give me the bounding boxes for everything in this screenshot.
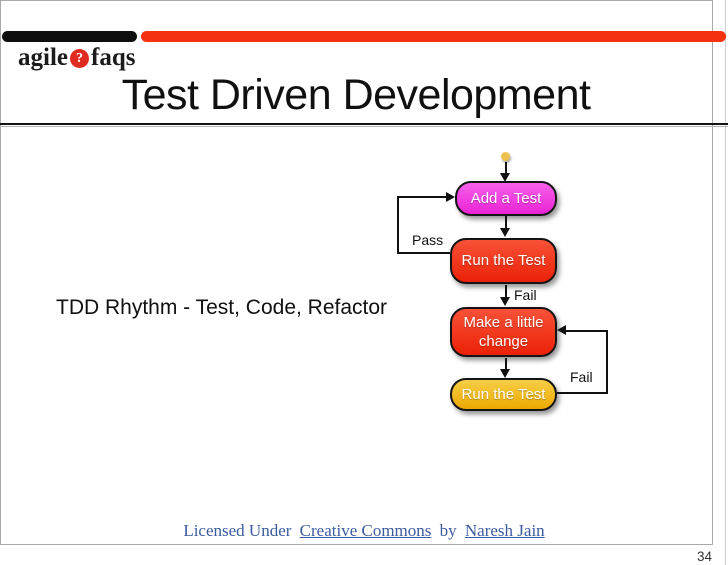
node-make-change-line2: change (478, 333, 529, 350)
connector-make-to-run2 (504, 358, 507, 370)
agilefaqs-logo: agile ? faqs (18, 44, 135, 72)
page-number: 34 (696, 549, 712, 564)
slide-frame (0, 0, 713, 545)
arrowhead-run-to-make (500, 297, 510, 306)
arrowhead-fail-into-make (557, 325, 566, 335)
creative-commons-link[interactable]: Creative Commons (299, 521, 432, 540)
arrowhead-start-to-add (500, 173, 510, 182)
edge-label-pass: Pass (412, 232, 444, 248)
connector-start-to-add (504, 162, 507, 174)
node-make-a-little-change: Make a little change (450, 307, 557, 357)
node-add-a-test-label: Add a Test (470, 189, 542, 207)
connector-pass-top (397, 196, 446, 198)
naresh-jain-link[interactable]: Naresh Jain (464, 521, 545, 540)
node-make-change-line1: Make a little (463, 313, 544, 331)
node-run-the-test-second: Run the Test (450, 378, 557, 411)
header-black-bar (2, 31, 137, 42)
title-underline-shadow (0, 126, 728, 127)
start-dot (501, 152, 510, 161)
slide-right-edge-line (725, 0, 726, 565)
tdd-rhythm-note: TDD Rhythm - Test, Code, Refactor (56, 296, 388, 319)
node-add-a-test: Add a Test (455, 181, 557, 216)
node-run-the-test-first-label: Run the Test (461, 252, 546, 270)
connector-fail-bottom (557, 391, 608, 394)
title-underline (0, 123, 728, 125)
edge-label-fail-top: Fail (514, 287, 537, 303)
connector-fail-top (565, 329, 608, 332)
connector-run-to-make (504, 285, 507, 298)
logo-word-faqs: faqs (91, 44, 136, 71)
connector-add-to-run (504, 216, 507, 229)
arrowhead-pass-into-add (446, 191, 455, 202)
logo-word-agile: agile (18, 44, 68, 71)
connector-pass-vertical (397, 196, 399, 253)
arrowhead-add-to-run (500, 228, 510, 237)
slide-title: Test Driven Development (121, 71, 591, 119)
license-line: Licensed Under Creative Commons by Nares… (0, 521, 728, 541)
node-run-the-test-first: Run the Test (450, 238, 557, 284)
arrowhead-make-to-run2 (500, 369, 510, 378)
node-run-the-test-second-label: Run the Test (461, 385, 546, 403)
connector-fail-vertical (606, 329, 608, 394)
license-prefix: Licensed Under (183, 521, 292, 540)
connector-pass-bottom (397, 251, 450, 254)
edge-label-fail-right: Fail (570, 369, 593, 385)
header-red-bar (141, 31, 726, 42)
license-by: by (439, 521, 457, 540)
agilefaqs-question-icon: ? (70, 48, 89, 68)
